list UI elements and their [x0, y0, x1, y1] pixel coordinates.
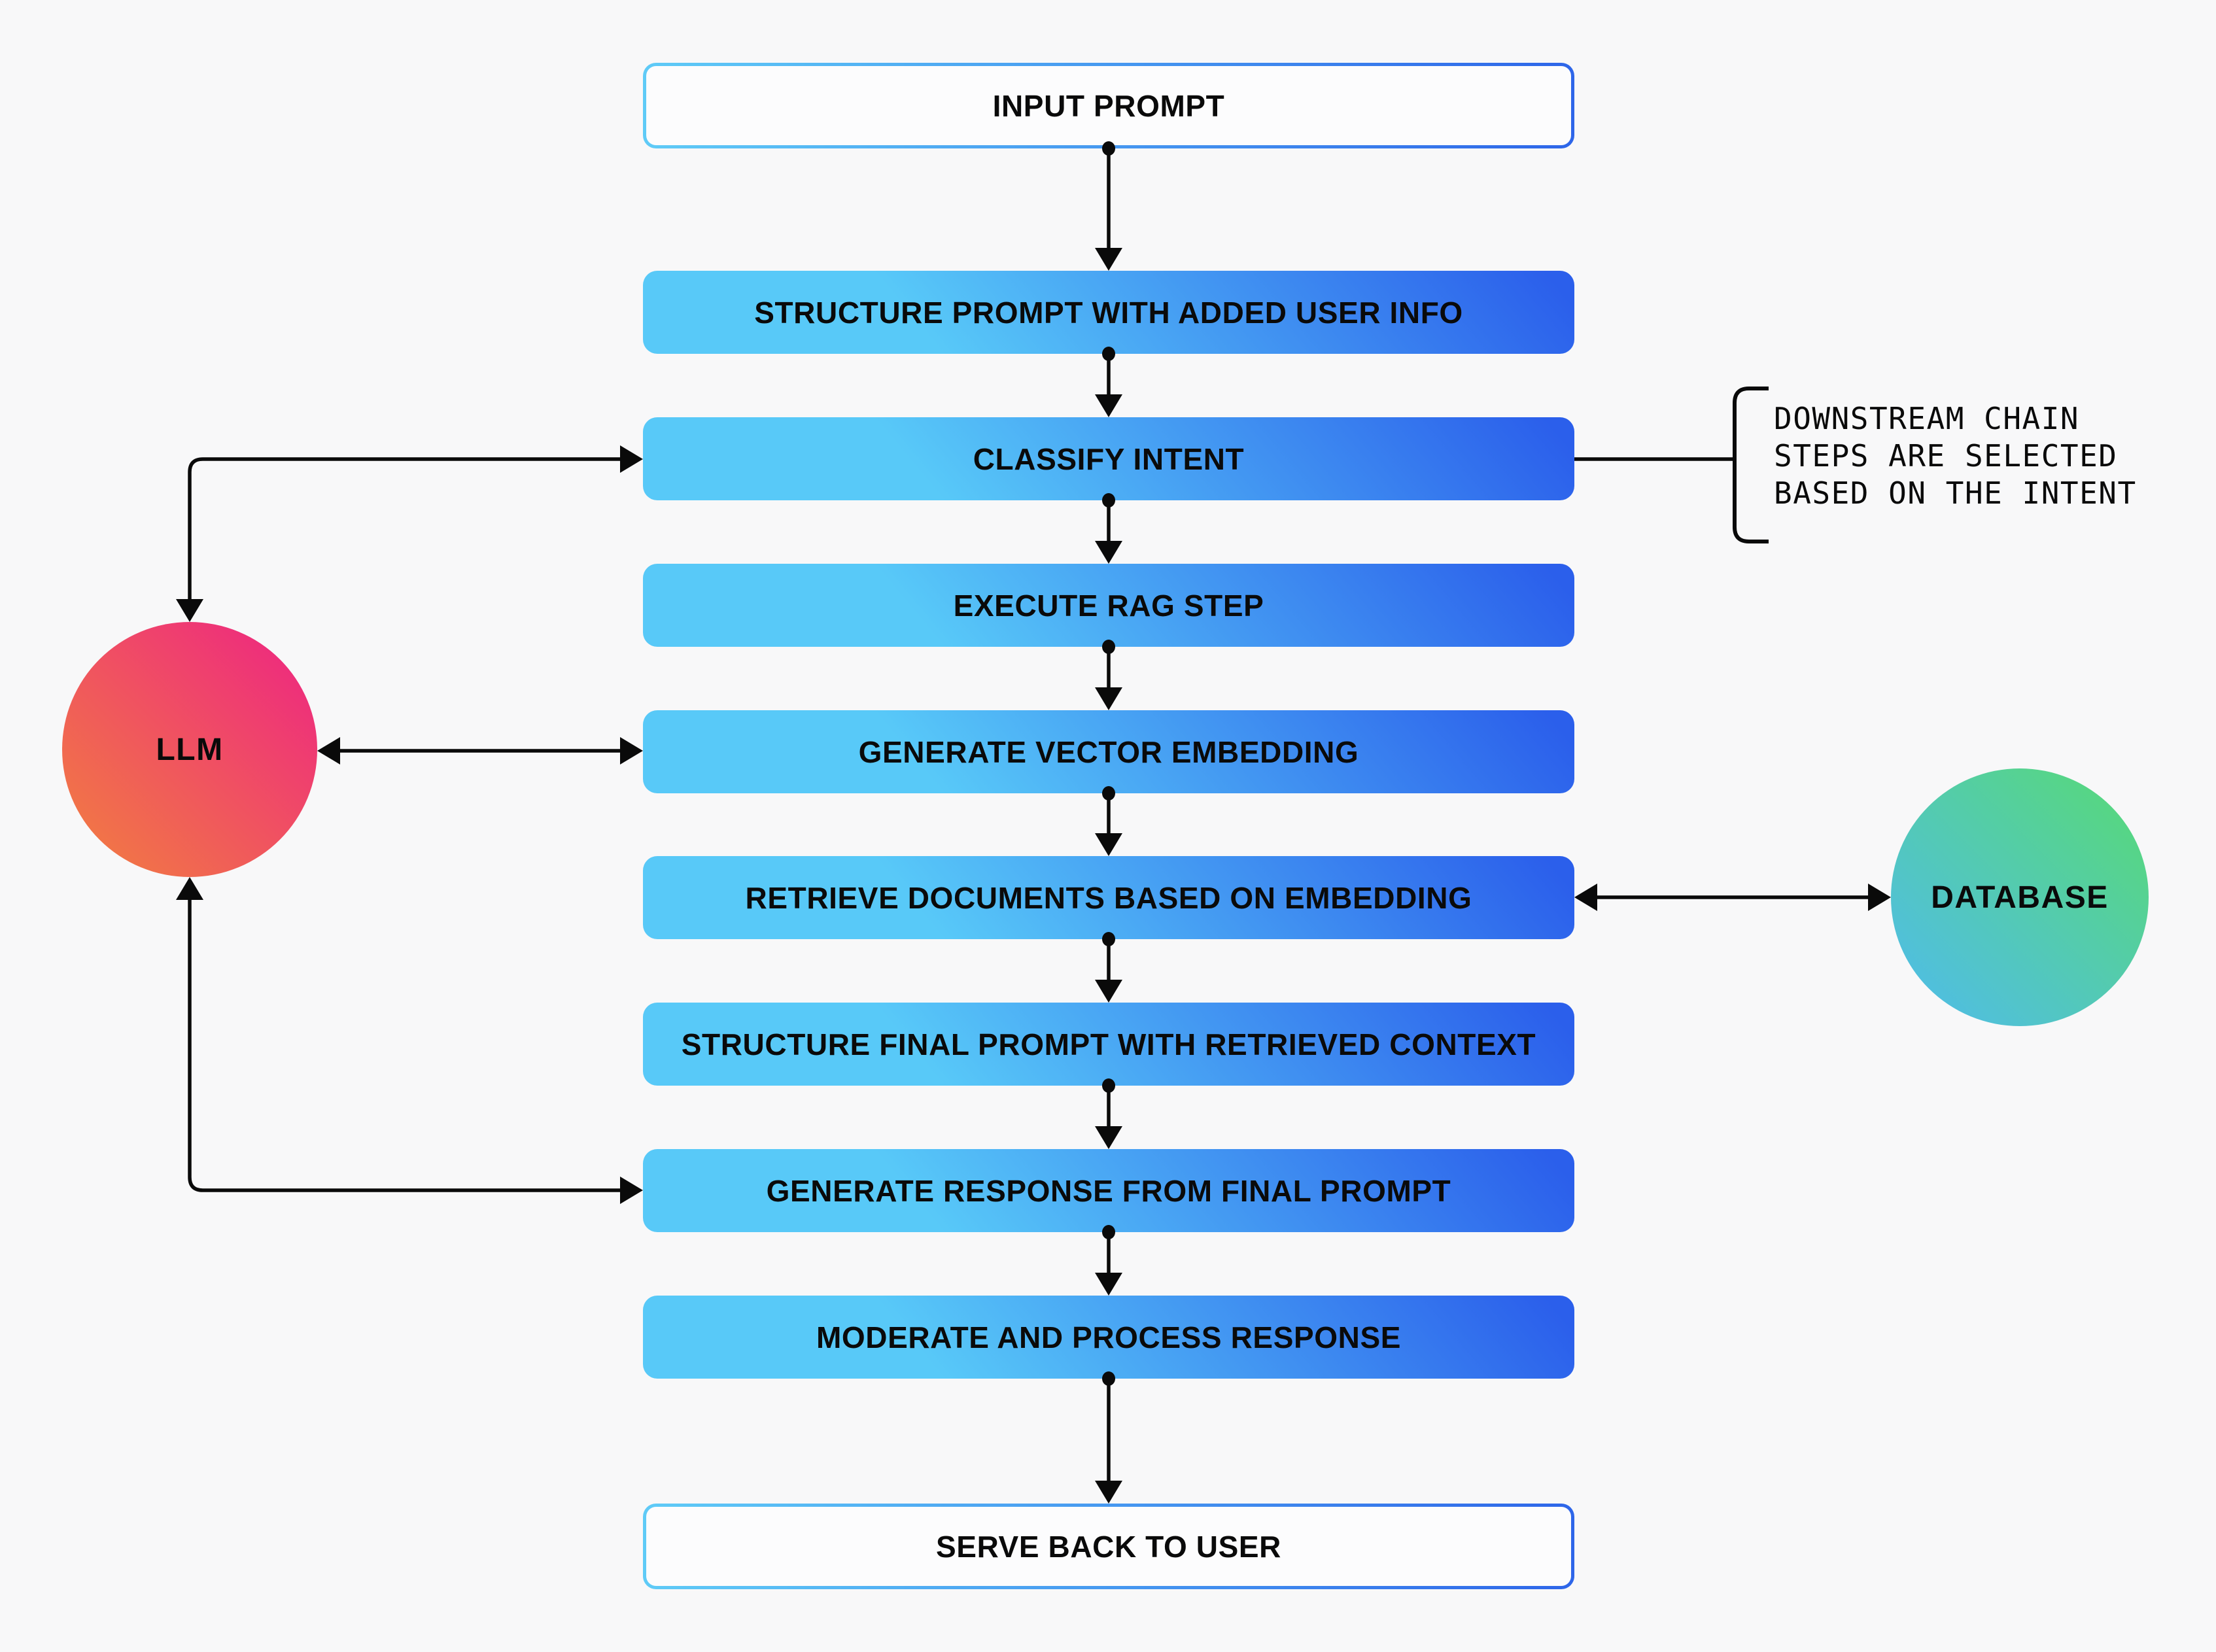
arrow-execute-to-embedding: [1095, 640, 1122, 710]
arrowhead-down: [1095, 1273, 1122, 1296]
arrow-llm-generate-response: [176, 877, 643, 1204]
annotation-downstream-chain: DOWNSTREAM CHAIN STEPS ARE SELECTED BASE…: [1774, 400, 2137, 512]
step-classify-intent: CLASSIFY INTENT: [643, 417, 1574, 500]
step-generate-response: GENERATE RESPONSE FROM FINAL PROMPT: [643, 1149, 1574, 1232]
step-label: GENERATE RESPONSE FROM FINAL PROMPT: [766, 1173, 1451, 1208]
arrowhead-down: [1095, 394, 1122, 417]
arrowhead-down: [176, 599, 203, 622]
step-label: RETRIEVE DOCUMENTS BASED ON EMBEDDING: [745, 880, 1472, 915]
step-retrieve-documents: RETRIEVE DOCUMENTS BASED ON EMBEDDING: [643, 856, 1574, 939]
step-input-prompt-fill: INPUT PROMPT: [646, 66, 1571, 145]
step-label: GENERATE VECTOR EMBEDDING: [858, 734, 1359, 769]
arrow-classify-to-execute: [1095, 493, 1122, 564]
annotation-bracket: [1733, 387, 1769, 543]
llm-node: LLM: [62, 622, 317, 877]
arrow-input-to-structure: [1095, 141, 1122, 271]
arrow-moderate-to-serve: [1095, 1371, 1122, 1504]
llm-node-label: LLM: [156, 732, 224, 767]
arrowhead-up: [176, 877, 203, 900]
arrow-llm-classify-intent: [176, 445, 643, 622]
arrowhead-right: [620, 1177, 643, 1204]
step-label: EXECUTE RAG STEP: [953, 588, 1264, 623]
arrowhead-left: [317, 737, 340, 765]
arrow-retrieve-database: [1574, 884, 1891, 911]
arrowhead-down: [1095, 1481, 1122, 1504]
arrow-generate-to-moderate: [1095, 1225, 1122, 1296]
step-label: SERVE BACK TO USER: [936, 1529, 1281, 1564]
step-label: MODERATE AND PROCESS RESPONSE: [816, 1320, 1402, 1354]
arrowhead-down: [1095, 1126, 1122, 1149]
arrow-structure-final-to-generate: [1095, 1078, 1122, 1149]
arrow-structure-to-classify: [1095, 347, 1122, 417]
arrow-llm-vector-embedding: [317, 737, 643, 765]
step-generate-embedding: GENERATE VECTOR EMBEDDING: [643, 710, 1574, 793]
arrowhead-right: [620, 445, 643, 473]
database-node-label: DATABASE: [1931, 880, 2109, 915]
step-serve-back: SERVE BACK TO USER: [643, 1504, 1574, 1589]
arrowhead-down: [1095, 541, 1122, 564]
annotation-connector: [1574, 387, 1769, 543]
database-node: DATABASE: [1891, 768, 2149, 1026]
annotation-line: BASED ON THE INTENT: [1774, 475, 2137, 511]
step-label: INPUT PROMPT: [992, 88, 1225, 123]
arrowhead-down: [1095, 980, 1122, 1003]
arrowhead-right: [1868, 884, 1891, 911]
step-label: CLASSIFY INTENT: [973, 441, 1245, 476]
annotation-line: STEPS ARE SELECTED: [1774, 438, 2118, 473]
arrow-embedding-to-retrieve: [1095, 786, 1122, 856]
step-input-prompt: INPUT PROMPT: [643, 63, 1574, 148]
arrowhead-down: [1095, 687, 1122, 710]
arrowhead-down: [1095, 833, 1122, 856]
step-structure-prompt: STRUCTURE PROMPT WITH ADDED USER INFO: [643, 271, 1574, 354]
step-moderate-response: MODERATE AND PROCESS RESPONSE: [643, 1296, 1574, 1379]
step-execute-rag: EXECUTE RAG STEP: [643, 564, 1574, 647]
step-structure-final-prompt: STRUCTURE FINAL PROMPT WITH RETRIEVED CO…: [643, 1003, 1574, 1086]
arrowhead-right: [620, 737, 643, 765]
arrowhead-left: [1574, 884, 1597, 911]
arrowhead-down: [1095, 248, 1122, 271]
step-label: STRUCTURE PROMPT WITH ADDED USER INFO: [754, 295, 1463, 330]
step-serve-back-fill: SERVE BACK TO USER: [646, 1507, 1571, 1586]
step-label: STRUCTURE FINAL PROMPT WITH RETRIEVED CO…: [681, 1027, 1536, 1061]
arrow-retrieve-to-structure-final: [1095, 932, 1122, 1003]
annotation-line: DOWNSTREAM CHAIN: [1774, 401, 2080, 436]
